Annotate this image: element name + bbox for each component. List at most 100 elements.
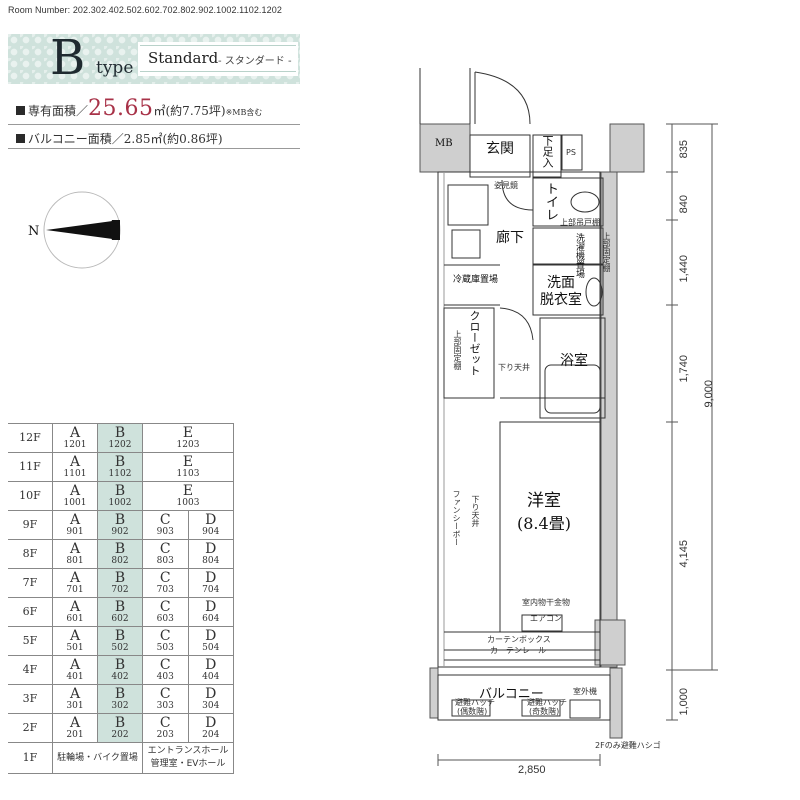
dimension-1000: 1,000 — [678, 688, 690, 716]
room-western-size: (8.4畳) — [517, 514, 571, 533]
floor-label: 3F — [8, 684, 53, 714]
floor-plan — [419, 68, 718, 766]
room-senmen: 洗面 — [547, 275, 575, 291]
hatch-odd — [521, 699, 561, 717]
hatch-even — [451, 699, 491, 717]
note-curtain-rail: カーテンレール — [490, 646, 546, 655]
compass-n-label: N — [28, 224, 39, 239]
wall-right — [600, 171, 618, 668]
exclusive-area-label: 専有面積／ — [28, 104, 89, 118]
washbasin — [585, 277, 603, 307]
room-number: Room Number: 202.302.402.502.602.702.802… — [8, 5, 282, 15]
standard-rule-bottom — [140, 71, 296, 72]
floor-label: 1F — [8, 742, 53, 774]
dimension-1440: 1,440 — [678, 255, 690, 283]
floor-label: 12F — [8, 423, 53, 453]
room-western: 洋室 — [527, 491, 561, 511]
getabako-box — [532, 134, 562, 178]
toilet-bowl — [570, 191, 600, 213]
dimension-4145: 4,145 — [678, 540, 690, 568]
floor-label: 7F — [8, 568, 53, 598]
note-aircon: エアコン — [530, 614, 562, 623]
floor-label: 11F — [8, 452, 53, 482]
compass: N — [28, 191, 121, 269]
floor-label: 2F — [8, 713, 53, 743]
aircon-box — [521, 614, 563, 632]
exclusive-area-unit: ㎡(約7.75坪) — [153, 104, 226, 118]
room-fridge: 冷蔵庫置場 — [453, 275, 499, 285]
closet — [443, 307, 495, 399]
note-lowered-ceiling: 下り天井 — [498, 363, 530, 372]
room-rouka: 廊下 — [496, 230, 524, 246]
stove-area — [451, 229, 481, 259]
unit-outline — [437, 171, 601, 668]
parking-cell: 駐輪場・バイク置場 — [52, 742, 143, 774]
standard-label: Standard — [148, 49, 219, 67]
type-letter: B — [50, 30, 86, 86]
note-hatch-odd-2: (奇数階) — [529, 707, 560, 716]
outdoor-unit — [569, 699, 601, 719]
floor-label: 5F — [8, 626, 53, 656]
entrance-door-arc — [474, 71, 531, 125]
exclusive-area-note: ※MB含む — [225, 108, 263, 117]
note-hatch-even-2: (偶数階) — [457, 707, 488, 716]
standard-rule-top — [140, 45, 296, 46]
note-curtain-box: カーテンボックス — [487, 635, 551, 644]
floor-label: 9F — [8, 510, 53, 540]
note-outdoor-unit: 室外機 — [573, 687, 597, 696]
note-drying-hardware: 室内物干金物 — [522, 598, 570, 607]
exclusive-area-row: 専有面積／25.65㎡(約7.75坪)※MB含む — [16, 96, 262, 121]
wall-balcony-left — [429, 667, 439, 719]
divider — [8, 148, 300, 149]
wash-room — [532, 264, 604, 316]
north-arrow-tail-icon — [110, 220, 120, 240]
north-arrow-icon — [46, 220, 120, 240]
room-bath: 浴室 — [560, 353, 588, 369]
room-ps: PS — [566, 148, 576, 157]
room-laundry: 洗濯機置場 — [574, 233, 584, 278]
room-balcony: バルコニー — [479, 687, 544, 702]
wall-balcony-right — [609, 667, 623, 739]
dimension-1740: 1,740 — [678, 355, 690, 383]
bath-room — [539, 317, 606, 419]
sink-area — [447, 184, 489, 226]
toilet-room — [532, 177, 604, 227]
balcony-area-row: バルコニー面積／2.85㎡(約0.86坪) — [16, 130, 223, 147]
divider — [8, 124, 300, 125]
toilet-door-arc — [501, 179, 534, 211]
